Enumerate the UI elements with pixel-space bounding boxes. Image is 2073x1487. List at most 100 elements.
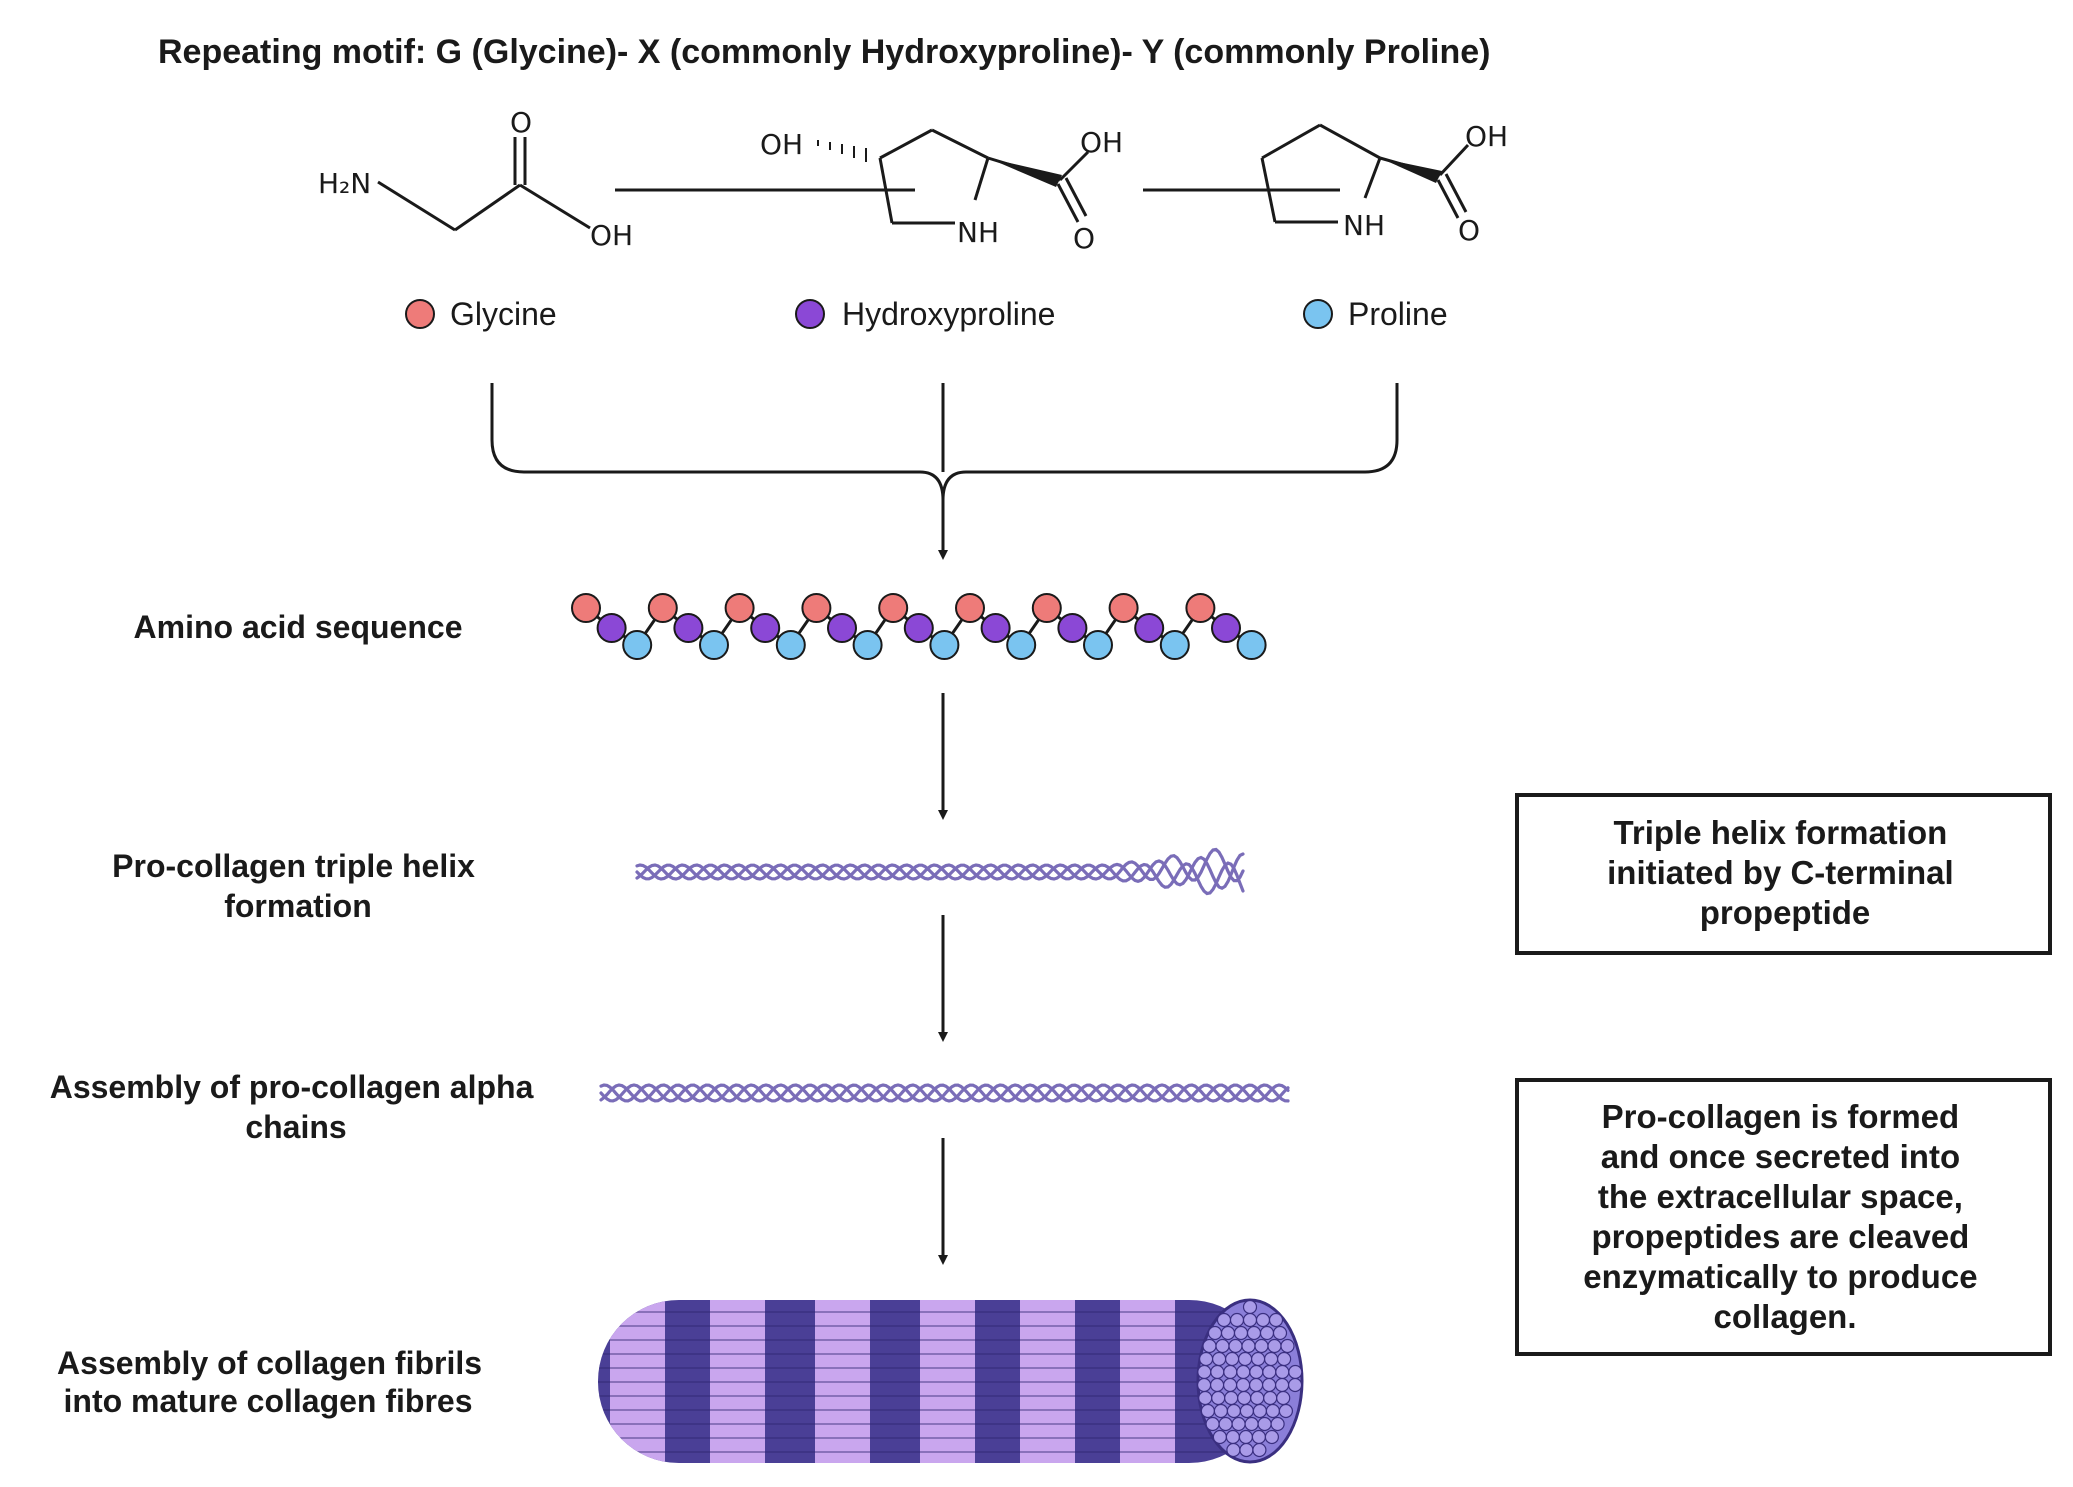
proline-bead <box>775 630 806 660</box>
page-title: Repeating motif: G (Glycine)- X (commonl… <box>158 33 1490 71</box>
fibril-end-circle <box>1246 1325 1262 1341</box>
fibril-end-circle <box>1244 1416 1259 1432</box>
fibril-end-circle <box>1249 1364 1264 1380</box>
fibril-end-circle <box>1198 1390 1213 1406</box>
proline-bead <box>1236 630 1267 660</box>
wedge-bond <box>1380 158 1442 183</box>
fibril-end-circle <box>1250 1390 1265 1406</box>
fibril-end-circle <box>1241 1338 1256 1354</box>
fibril-end-circle <box>1275 1364 1290 1380</box>
fibril-end-circle <box>1205 1416 1220 1432</box>
step-label-line: Assembly of collagen fibrils <box>57 1345 482 1381</box>
helix-strand <box>635 861 1245 896</box>
step-label-line: into mature collagen fibres <box>64 1383 473 1419</box>
step-label-fibril-assembly: Assembly of collagen fibrils into mature… <box>57 1345 491 1419</box>
note-line: Triple helix formation <box>1614 814 1948 851</box>
fibril-end-circle <box>1252 1442 1267 1458</box>
hydroxyproline-bead <box>673 613 704 643</box>
fibril-end-circle <box>1226 1403 1242 1419</box>
glycine-hydroxyl-label: OH <box>590 219 633 252</box>
fibril-end-circle <box>1280 1338 1295 1354</box>
fibril-end-circle <box>1235 1377 1251 1393</box>
procollagen-triple-helix <box>635 847 1245 896</box>
fibril-end-circle <box>1252 1403 1268 1419</box>
step-label-line: Assembly of pro-collagen alpha <box>50 1069 534 1105</box>
fibril-end-circle <box>1274 1377 1290 1393</box>
step-label-line: Pro-collagen triple helix <box>112 848 475 884</box>
fibril-end-circle <box>1209 1377 1225 1393</box>
proline-bead <box>1006 630 1037 660</box>
glycine-bead <box>571 593 601 623</box>
proline-acid-oh-label: OH <box>1465 120 1508 153</box>
fibril-end-circle <box>1228 1338 1243 1354</box>
fibril-end-circle <box>1198 1351 1214 1367</box>
fibril-end-circle <box>1251 1429 1267 1445</box>
fibril-end-circle <box>1197 1364 1212 1380</box>
collagen-fibre-bundle <box>598 1298 1304 1464</box>
step-label-triple-helix-formation: Pro-collagen triple helix formation <box>112 848 484 924</box>
fibril-end-circle <box>1250 1351 1266 1367</box>
amino-acid-chain <box>571 593 1267 660</box>
proline-bead <box>622 630 653 660</box>
helix-strand <box>635 852 1245 891</box>
fibril-end-circle <box>1237 1351 1253 1367</box>
fibril-end-circle <box>1263 1390 1278 1406</box>
glycine-bead <box>955 593 985 623</box>
hydroxyproline-acid-oh-label: OH <box>1080 126 1123 159</box>
fibril-end-circle <box>1239 1403 1255 1419</box>
note-line: the extracellular space, <box>1598 1178 1963 1215</box>
fibril-end-circle <box>1229 1312 1245 1328</box>
fibril-end-circle <box>1278 1403 1294 1419</box>
fibril-end-circle <box>1262 1364 1277 1380</box>
proline-bead <box>852 630 883 660</box>
note-text: Triple helix formation initiated by C-te… <box>1607 814 1963 931</box>
fibril-end-circle <box>1268 1312 1284 1328</box>
fibril-end-circle <box>1226 1442 1241 1458</box>
fibril-end-circle <box>1224 1351 1240 1367</box>
fibril-end-circle <box>1263 1351 1279 1367</box>
step-label-line: Amino acid sequence <box>134 609 463 645</box>
hydroxyproline-bead <box>903 613 934 643</box>
fibril-end-circle <box>1238 1429 1254 1445</box>
glycine-bead <box>878 593 909 623</box>
fibril-end-circle <box>1265 1403 1281 1419</box>
proline-acid-o-label: O <box>1458 214 1480 247</box>
fibre-strand-lines <box>598 1311 1250 1453</box>
hashed-bond <box>817 140 867 162</box>
legend-swatch-hydroxyproline <box>795 299 825 329</box>
fibril-end-circle <box>1257 1416 1272 1432</box>
proline-bead <box>929 630 960 660</box>
glycine-bead <box>1185 593 1216 623</box>
fibril-end-circle <box>1211 1351 1227 1367</box>
fibril-end-circle <box>1223 1364 1238 1380</box>
fibril-end-circle <box>1264 1429 1280 1445</box>
fibril-end-circle <box>1200 1403 1216 1419</box>
note-line: propeptides are cleaved <box>1592 1218 1970 1255</box>
legend-label-proline: Proline <box>1348 296 1448 332</box>
glycine-structure <box>377 137 591 232</box>
fibril-end-circle <box>1225 1429 1241 1445</box>
fibril-end-circle <box>1220 1325 1236 1341</box>
helix-strand <box>599 1083 1290 1103</box>
fibril-end-circle <box>1233 1325 1249 1341</box>
fibril-end-circle <box>1248 1377 1264 1393</box>
hydroxyproline-bead <box>827 613 857 643</box>
proline-bead <box>1159 630 1190 660</box>
fibril-end-circle <box>1237 1390 1252 1406</box>
hydroxyproline-bead <box>1211 613 1241 643</box>
fibril-end-circle <box>1211 1390 1226 1406</box>
step-label-line: chains <box>245 1109 346 1145</box>
fibril-end-circle <box>1216 1312 1232 1328</box>
fibril-end-circle <box>1231 1416 1246 1432</box>
fibril-end-circle <box>1270 1416 1285 1432</box>
glycine-bead <box>1108 593 1139 623</box>
proline-bead <box>1083 630 1113 660</box>
glycine-bead <box>724 593 755 623</box>
glycine-bead <box>1031 593 1062 623</box>
legend-label-glycine: Glycine <box>450 296 557 332</box>
legend-swatch-proline <box>1303 299 1333 329</box>
note-box-triple-helix: Triple helix formation initiated by C-te… <box>1515 793 2052 955</box>
fibril-end-circle <box>1218 1416 1233 1432</box>
